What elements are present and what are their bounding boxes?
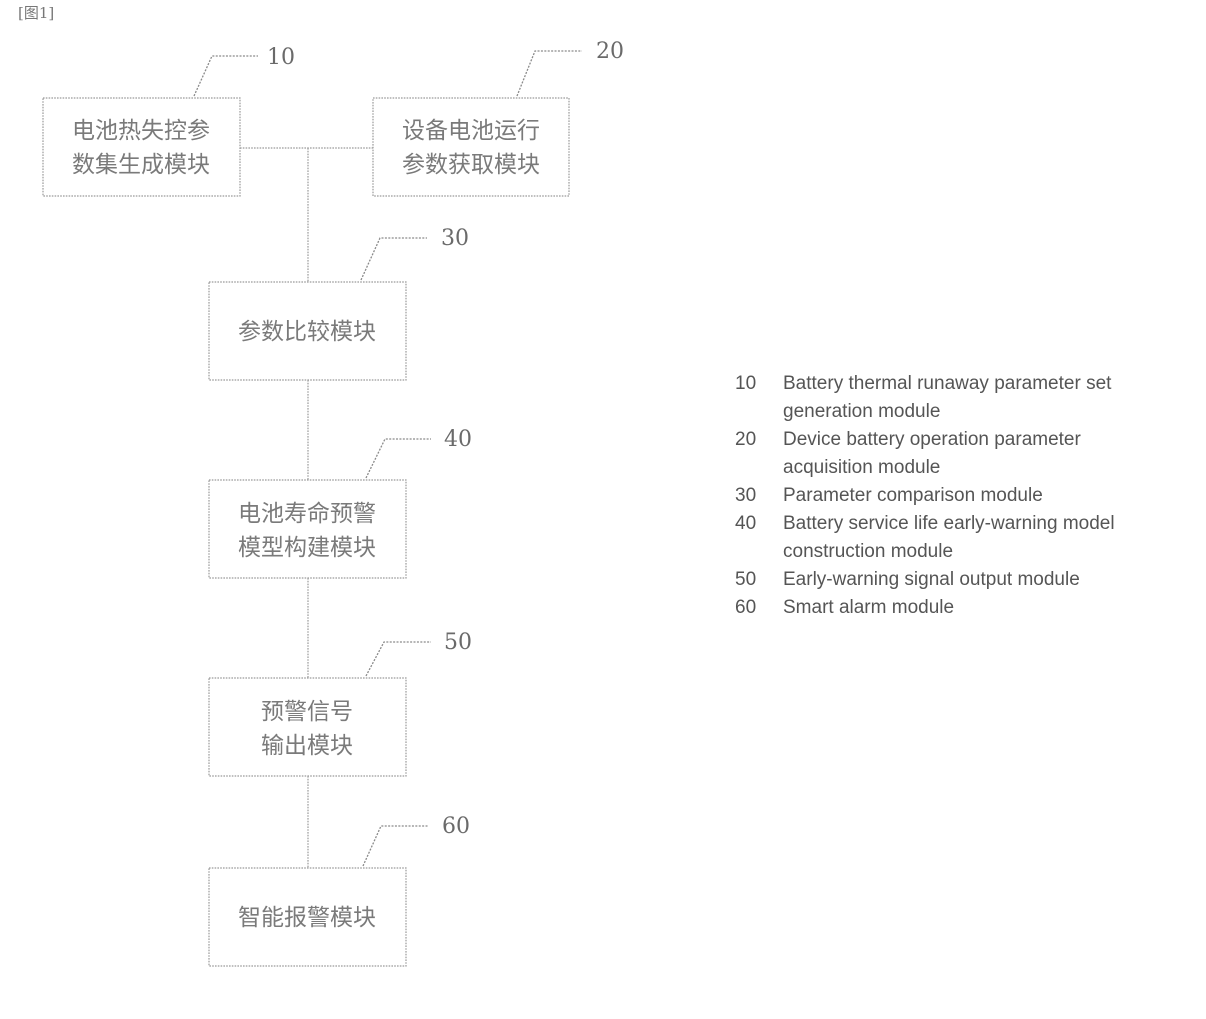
legend-number: 50: [735, 566, 783, 594]
legend: 10 Battery thermal runaway parameter set…: [735, 370, 1175, 622]
module-50: 预警信号 输出模块 50: [209, 630, 472, 776]
module-box: [43, 98, 240, 196]
legend-number: 40: [735, 510, 783, 566]
module-label-line2: 输出模块: [261, 733, 353, 759]
legend-number: 30: [735, 482, 783, 510]
leader-line: [366, 439, 431, 478]
module-60: 智能报警模块 60: [209, 814, 470, 966]
leader-line: [194, 56, 258, 96]
legend-text: Device battery operation parameter acqui…: [783, 426, 1175, 482]
module-30: 参数比较模块 30: [209, 226, 469, 380]
legend-number: 60: [735, 594, 783, 622]
leader-line: [361, 238, 427, 280]
legend-item: 10 Battery thermal runaway parameter set…: [735, 370, 1175, 426]
reference-number: 30: [441, 226, 469, 251]
module-box: [209, 480, 406, 578]
reference-number: 40: [444, 427, 472, 452]
module-label-line1: 智能报警模块: [238, 905, 376, 931]
legend-item: 20 Device battery operation parameter ac…: [735, 426, 1175, 482]
reference-number: 60: [442, 814, 470, 839]
module-10: 电池热失控参 数集生成模块 10: [43, 45, 295, 196]
module-label-line2: 参数获取模块: [402, 152, 540, 178]
legend-number: 10: [735, 370, 783, 426]
module-label-line1: 电池寿命预警: [238, 501, 376, 527]
module-20: 设备电池运行 参数获取模块 20: [373, 39, 624, 196]
module-label-line1: 电池热失控参: [72, 118, 210, 144]
module-40: 电池寿命预警 模型构建模块 40: [209, 427, 472, 578]
leader-line: [366, 642, 431, 676]
module-label-line1: 参数比较模块: [238, 319, 376, 345]
leader-line: [517, 51, 582, 96]
legend-text: Smart alarm module: [783, 594, 1175, 622]
reference-number: 20: [596, 39, 624, 64]
module-box: [209, 678, 406, 776]
legend-item: 40 Battery service life early-warning mo…: [735, 510, 1175, 566]
legend-item: 60 Smart alarm module: [735, 594, 1175, 622]
leader-line: [363, 826, 428, 866]
module-label-line1: 设备电池运行: [402, 118, 540, 144]
legend-text: Parameter comparison module: [783, 482, 1175, 510]
reference-number: 10: [267, 45, 295, 70]
module-label-line2: 数集生成模块: [72, 152, 210, 178]
legend-text: Early-warning signal output module: [783, 566, 1175, 594]
module-label-line1: 预警信号: [261, 699, 353, 725]
legend-text: Battery thermal runaway parameter set ge…: [783, 370, 1175, 426]
module-box: [373, 98, 569, 196]
legend-text: Battery service life early-warning model…: [783, 510, 1175, 566]
module-label-line2: 模型构建模块: [238, 535, 376, 561]
legend-item: 50 Early-warning signal output module: [735, 566, 1175, 594]
legend-item: 30 Parameter comparison module: [735, 482, 1175, 510]
legend-number: 20: [735, 426, 783, 482]
reference-number: 50: [444, 630, 472, 655]
